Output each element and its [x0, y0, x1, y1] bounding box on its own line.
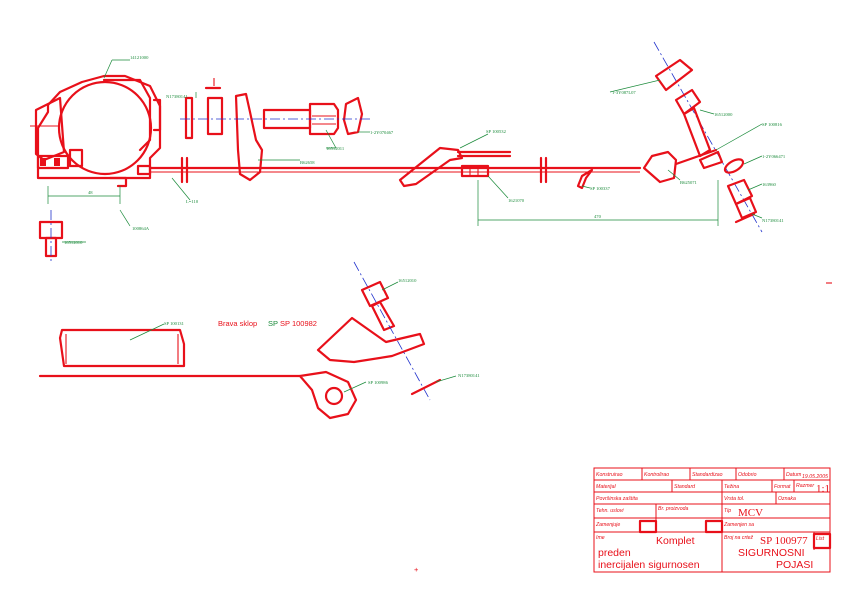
label-bolt-1: 16512011: [326, 146, 345, 151]
break-marker: [180, 156, 548, 184]
tb-product-label-1: SIGURNOSNI: [738, 547, 805, 559]
tb-tech-label: Tehn. uslovi: [596, 508, 624, 514]
label-bolt-right: 16512000: [714, 112, 733, 117]
bolt-group-left: [180, 78, 372, 182]
tb-approved-label: Odobrio: [738, 472, 757, 478]
label-cap-right: 1-3Y087L07: [612, 90, 636, 95]
mid-buckle: [398, 146, 594, 190]
lower-buckle-assembly: [38, 261, 442, 420]
tb-name-value-3: inercijalen sigurnosen: [598, 559, 700, 571]
label-anchor-right: SP 100816: [762, 122, 783, 127]
label-length-left: L=110: [186, 199, 199, 204]
label-retractor: 100864A: [132, 226, 150, 231]
tb-name-label: Ime: [596, 535, 605, 541]
tb-type-value: MCV: [738, 507, 763, 519]
retractor-assembly: [30, 74, 162, 188]
label-washer-bottom-right: N17380141: [762, 218, 784, 223]
tb-name-value-2: preden: [598, 547, 631, 559]
tb-type-label: Tip: [724, 508, 731, 514]
part-labels: 14121000 N17380141 16512011 1-2Y070467 B…: [64, 55, 786, 385]
title-block: Konstruirao Kontrolirao Standardizao Odo…: [593, 467, 832, 573]
label-mid-buckle: SP 100532: [486, 129, 507, 134]
assembly-title: Brava sklop: [218, 319, 257, 328]
tb-replaces-label: Zamenjuje: [595, 522, 620, 528]
tb-tolerance-label: Vrsta tol.: [724, 496, 744, 502]
label-mid-guide: SP 100337: [590, 186, 611, 191]
tb-name-value-1: Komplet: [656, 535, 695, 547]
tb-weight-label: Težina: [724, 484, 739, 490]
tb-date-label: Datum: [786, 472, 802, 478]
leader-lines: [62, 59, 763, 393]
label-length-right: 470: [594, 214, 602, 219]
label-lower-washer: N17380141: [458, 373, 480, 378]
tb-format-label: Format: [774, 484, 791, 490]
tb-marking-label: Oznaka: [778, 496, 796, 502]
label-cap: 1-2Y070467: [370, 130, 394, 135]
label-washer-top: N17380141: [166, 94, 188, 99]
tb-standard-label: Standardizao: [692, 472, 723, 478]
tb-projected-label: Konstruirao: [596, 472, 623, 478]
label-lower-housing: SP 100131: [164, 321, 185, 326]
label-ring: B625071: [680, 180, 698, 185]
tb-drawing-no-value: SP 100977: [760, 535, 808, 547]
label-lower-plate: SP 100986: [368, 380, 389, 385]
tb-surface-label: Površinska zaštita: [596, 496, 638, 502]
tb-scale-label: Razmer: [796, 483, 814, 489]
label-spacer-right: 163960: [762, 182, 776, 187]
dimension-left: [47, 177, 191, 204]
label-lower-bolt: 16512010: [398, 278, 417, 283]
tb-product-label-2: POJASI: [776, 559, 813, 571]
label-top-left-part: 14121000: [130, 55, 149, 60]
tb-checked-label: Kontrolirao: [644, 472, 669, 478]
tb-date-value: 19.05.2005: [802, 474, 828, 480]
label-mid-stop: 1621070: [508, 198, 525, 203]
assembly-code-prefix: SP: [268, 319, 278, 328]
bolt-bottom-left: [38, 210, 64, 262]
tb-material-label: Materijal: [596, 484, 616, 490]
tb-standard-label-2: Standard: [674, 484, 696, 490]
right-anchor: [642, 41, 763, 233]
tb-drawing-no-label: Broj na crtež: [724, 535, 754, 541]
tb-replaced-label: Zamenjen sa: [723, 522, 754, 528]
dimension-right: [477, 180, 719, 226]
label-washer-right: 1-2Y066471: [762, 154, 786, 159]
tb-scale-value: 1:1: [816, 483, 830, 495]
tb-pieces-label: Br. proizvoda: [658, 506, 688, 512]
label-left-sub-dim: 48: [88, 190, 93, 195]
tb-sheet-label: List: [816, 536, 825, 542]
label-bolt-bottom: 16512010: [64, 240, 83, 245]
label-belt: B62658: [300, 160, 315, 165]
assembly-code: SP 100982: [280, 319, 317, 328]
origin-marker: +: [414, 565, 419, 574]
